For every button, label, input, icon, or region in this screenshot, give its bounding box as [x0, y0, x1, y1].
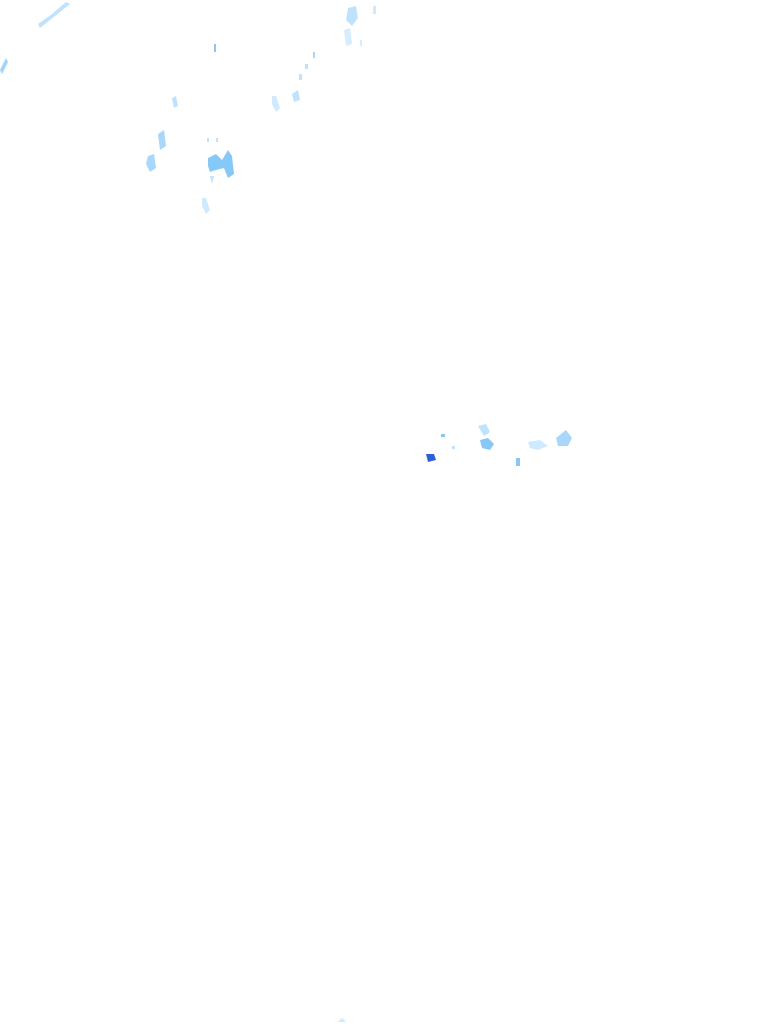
precip-cell	[344, 28, 352, 46]
precip-streak	[38, 2, 70, 28]
precip-cell	[528, 440, 548, 450]
precip-cell	[292, 90, 300, 102]
precip-cell	[516, 458, 520, 466]
precip-cell	[360, 40, 362, 46]
precip-cell	[299, 74, 302, 80]
precip-cell	[305, 64, 308, 69]
precip-cluster-south	[338, 1018, 346, 1022]
precip-cell	[216, 138, 218, 142]
precip-cluster-northwest	[0, 2, 376, 214]
precip-cell	[172, 96, 178, 108]
precip-cell	[426, 454, 436, 462]
precip-cell	[210, 176, 214, 184]
precip-cell	[478, 424, 490, 436]
precip-cell	[313, 52, 315, 58]
precip-cell	[208, 150, 234, 178]
precip-cell	[338, 1018, 346, 1022]
precip-cell	[556, 430, 572, 446]
precip-cell	[441, 434, 445, 437]
precip-cell	[373, 6, 376, 14]
precip-cell	[158, 130, 166, 150]
precip-cell	[214, 44, 216, 52]
precip-cell	[452, 446, 455, 449]
precip-cell	[272, 96, 280, 112]
precip-cell	[346, 6, 358, 26]
precip-cell	[202, 198, 210, 214]
precip-streak	[0, 58, 8, 74]
precip-cell	[146, 154, 156, 172]
precip-cell	[480, 438, 494, 450]
precip-cluster-central	[426, 424, 572, 466]
precip-cell	[207, 138, 209, 142]
